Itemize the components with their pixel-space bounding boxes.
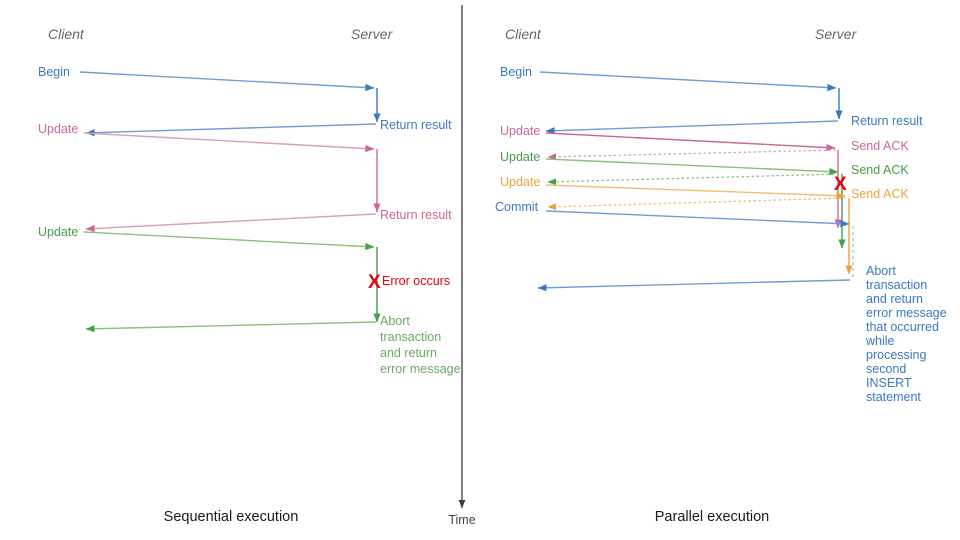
panel-parallel: Client Server Begin Return result Update…	[495, 26, 947, 525]
message-label-send-ack-orange: Send ACK	[851, 187, 909, 201]
abort-note-parallel-line-8: second	[866, 362, 906, 376]
message-label-send-ack-green: Send ACK	[851, 163, 909, 177]
lane-header-server-parallel: Server	[815, 26, 858, 42]
arrow-begin-request	[79, 71, 375, 92]
message-label-begin: Begin	[38, 65, 70, 79]
arrow-commit-request	[545, 210, 850, 228]
time-axis: Time	[448, 5, 476, 527]
arrow-return-result-parallel	[545, 120, 839, 135]
lane-header-server: Server	[351, 26, 394, 42]
message-label-update-2: Update	[38, 225, 78, 239]
abort-note-line-3: and return	[380, 346, 437, 360]
error-x-icon-parallel: X	[834, 174, 847, 195]
message-label-update-green: Update	[500, 150, 540, 164]
arrow-abort-return-parallel	[537, 279, 851, 292]
arrow-begin-request-parallel	[539, 71, 837, 92]
abort-note-parallel-line-5: that occurred	[866, 320, 939, 334]
abort-note-parallel-line-4: error message	[866, 306, 947, 320]
abort-note-line-1: Abort	[380, 314, 410, 328]
arrow-send-ack-orange	[547, 197, 847, 211]
abort-note-parallel-line-6: while	[865, 334, 895, 348]
arrow-update-green-request	[545, 158, 839, 176]
abort-note-parallel-line-10: statement	[866, 390, 921, 404]
abort-note-parallel-line-1: Abort	[866, 264, 896, 278]
arrow-send-ack-green	[547, 173, 840, 186]
abort-note-parallel-line-9: INSERT	[866, 376, 912, 390]
panel-sequential: Client Server Begin Return result Update…	[38, 26, 461, 525]
arrow-update-2-request	[83, 231, 375, 251]
abort-note-sequential: Abort transaction and return error messa…	[380, 314, 461, 376]
arrow-abort-return	[85, 321, 377, 333]
lane-header-client: Client	[48, 26, 85, 42]
abort-note-parallel: Abort transaction and return error messa…	[865, 264, 947, 404]
message-label-update-pink: Update	[500, 124, 540, 138]
abort-note-line-4: error message	[380, 362, 461, 376]
error-x-icon: X	[368, 272, 381, 293]
lane-header-client-parallel: Client	[505, 26, 542, 42]
message-label-update-1: Update	[38, 122, 78, 136]
abort-note-parallel-line-2: transaction	[866, 278, 927, 292]
message-label-return-result-2: Return result	[380, 208, 452, 222]
arrow-update-pink-request	[545, 132, 836, 152]
message-label-update-orange: Update	[500, 175, 540, 189]
message-label-return-result-parallel: Return result	[851, 114, 923, 128]
message-label-begin-parallel: Begin	[500, 65, 532, 79]
message-label-commit: Commit	[495, 200, 539, 214]
arrow-return-result-2	[85, 213, 377, 233]
message-label-send-ack-pink: Send ACK	[851, 139, 909, 153]
arrow-update-1-request	[83, 132, 375, 153]
panel-caption-parallel: Parallel execution	[655, 509, 769, 525]
abort-note-parallel-line-7: processing	[866, 348, 926, 362]
abort-note-line-2: transaction	[380, 330, 441, 344]
abort-note-parallel-line-3: and return	[866, 292, 923, 306]
message-label-error-occurs: Error occurs	[382, 274, 450, 288]
arrow-update-orange-request	[545, 184, 846, 200]
time-axis-label: Time	[448, 513, 475, 527]
message-label-return-result-1: Return result	[380, 118, 452, 132]
arrow-return-result-1	[85, 123, 377, 137]
arrow-send-ack-pink	[547, 149, 837, 161]
panel-caption-sequential: Sequential execution	[164, 509, 299, 525]
